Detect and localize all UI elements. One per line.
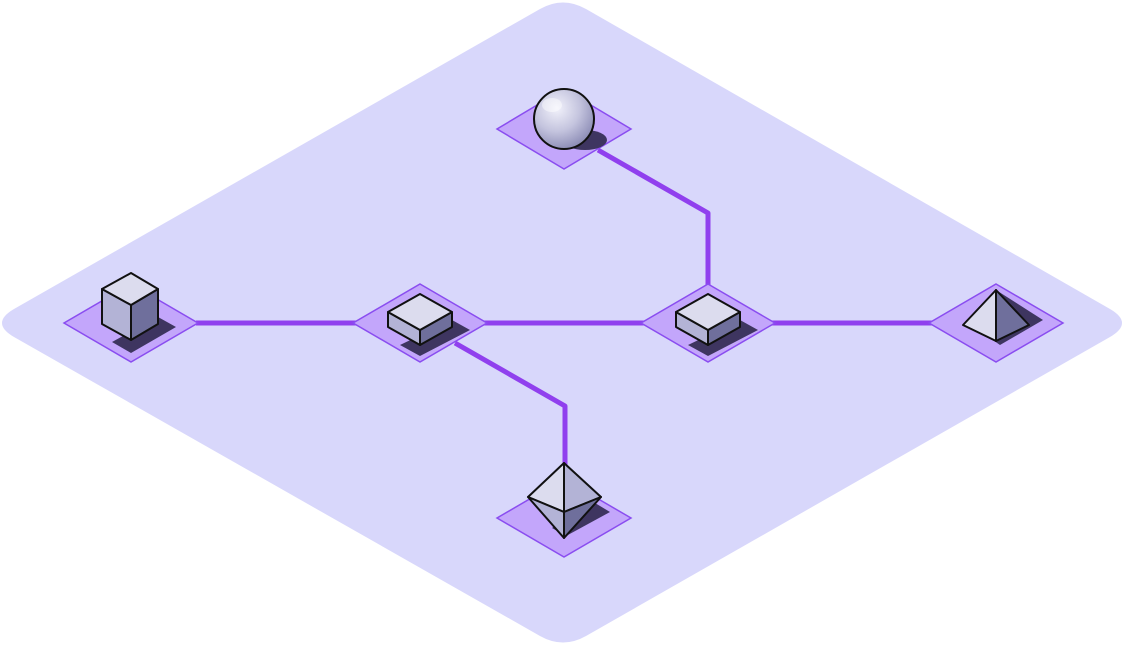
sphere-highlight	[542, 98, 562, 112]
octahedron-node[interactable]	[527, 462, 610, 539]
hub-right-shadow	[688, 320, 758, 356]
connector-left-hub-to-octahedron	[453, 340, 568, 475]
cube-shadow	[112, 317, 176, 353]
connector-sphere-to-right-hub	[596, 147, 711, 296]
hub-left-shadow	[400, 320, 470, 356]
hub-right-node[interactable]	[675, 293, 758, 356]
pyramid-right-face	[995, 289, 1030, 342]
pyramid-node[interactable]	[962, 289, 1043, 345]
hub-right-top-face	[675, 293, 741, 331]
sphere-node[interactable]	[533, 88, 607, 150]
cube-node[interactable]	[101, 272, 176, 353]
connector-lines	[196, 147, 933, 475]
octahedron-lower-right-face	[563, 496, 602, 539]
sphere-icon	[533, 88, 595, 150]
cube-top-face	[101, 272, 159, 306]
hub-left-top-face	[387, 293, 453, 331]
hub-left-node[interactable]	[387, 293, 470, 356]
